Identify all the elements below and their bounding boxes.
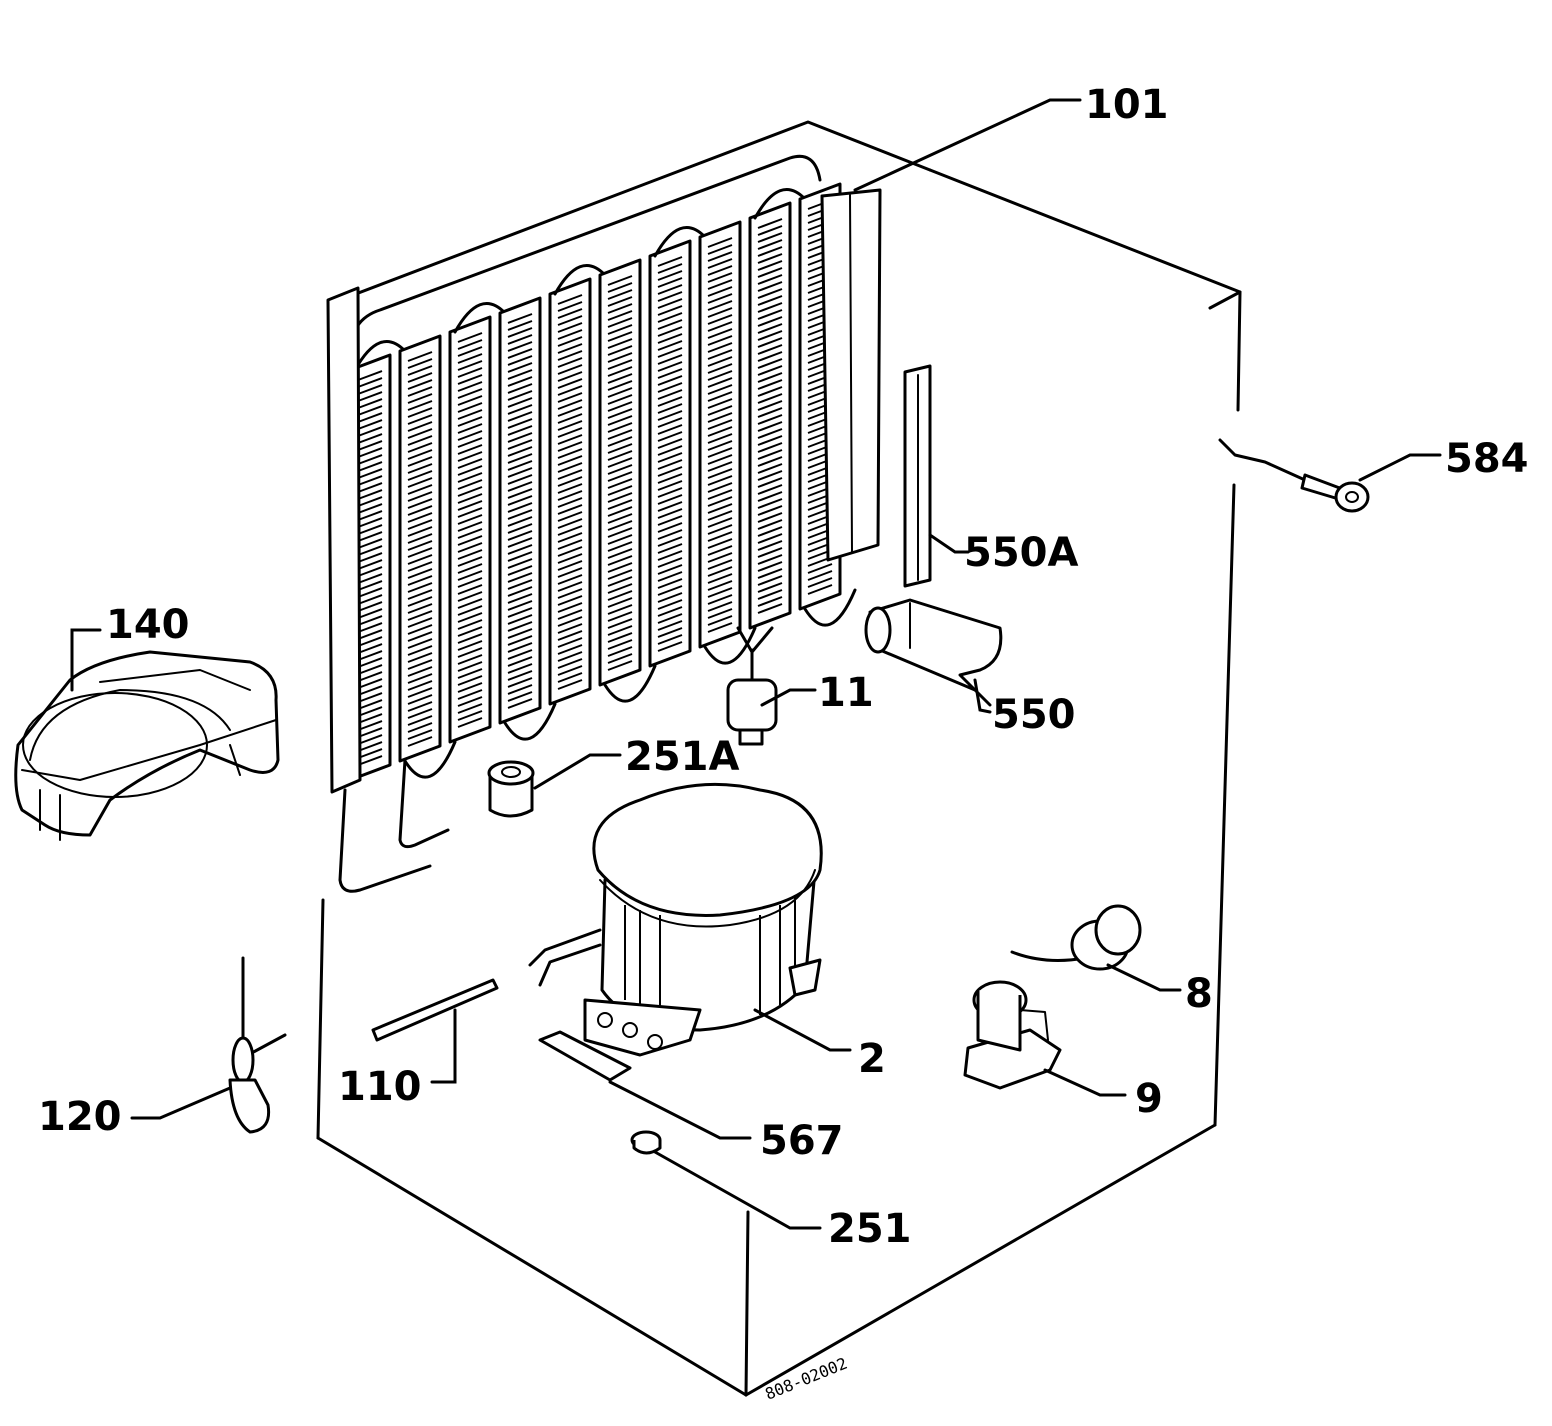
valve-120 [228,956,287,1134]
condenser-101 [326,154,882,794]
clamp-550 [864,598,1003,707]
cabinet-outline [316,120,1242,1397]
relay-8 [1010,904,1142,971]
label-101: 101 [1085,82,1169,128]
filter-drier-11 [726,626,778,746]
label-251: 251 [828,1206,912,1252]
label-584: 584 [1445,436,1529,482]
label-550a: 550A [964,530,1078,576]
label-120: 120 [38,1094,122,1140]
bracket-550a [903,364,932,588]
label-8: 8 [1185,971,1213,1017]
label-9: 9 [1135,1076,1163,1122]
label-11: 11 [818,670,874,716]
sensor-584 [1218,438,1370,513]
grommet-251 [630,1130,662,1155]
label-140: 140 [106,602,190,648]
label-550: 550 [992,692,1076,738]
mounting-plate-567 [538,1030,632,1082]
compressor-2 [528,782,823,1057]
condenser-pipes [338,758,450,893]
leader-lines [70,98,1442,1230]
grommet-251a [487,760,535,818]
label-567: 567 [760,1118,844,1164]
part-labels: 101 584 550A 140 11 550 251A 8 2 110 120… [38,82,1529,1404]
drip-tray-140 [14,650,280,841]
overload-protector-9 [963,980,1062,1090]
tube-110 [371,978,499,1042]
label-2: 2 [858,1036,886,1082]
label-110: 110 [338,1064,422,1110]
label-251a: 251A [625,734,739,780]
